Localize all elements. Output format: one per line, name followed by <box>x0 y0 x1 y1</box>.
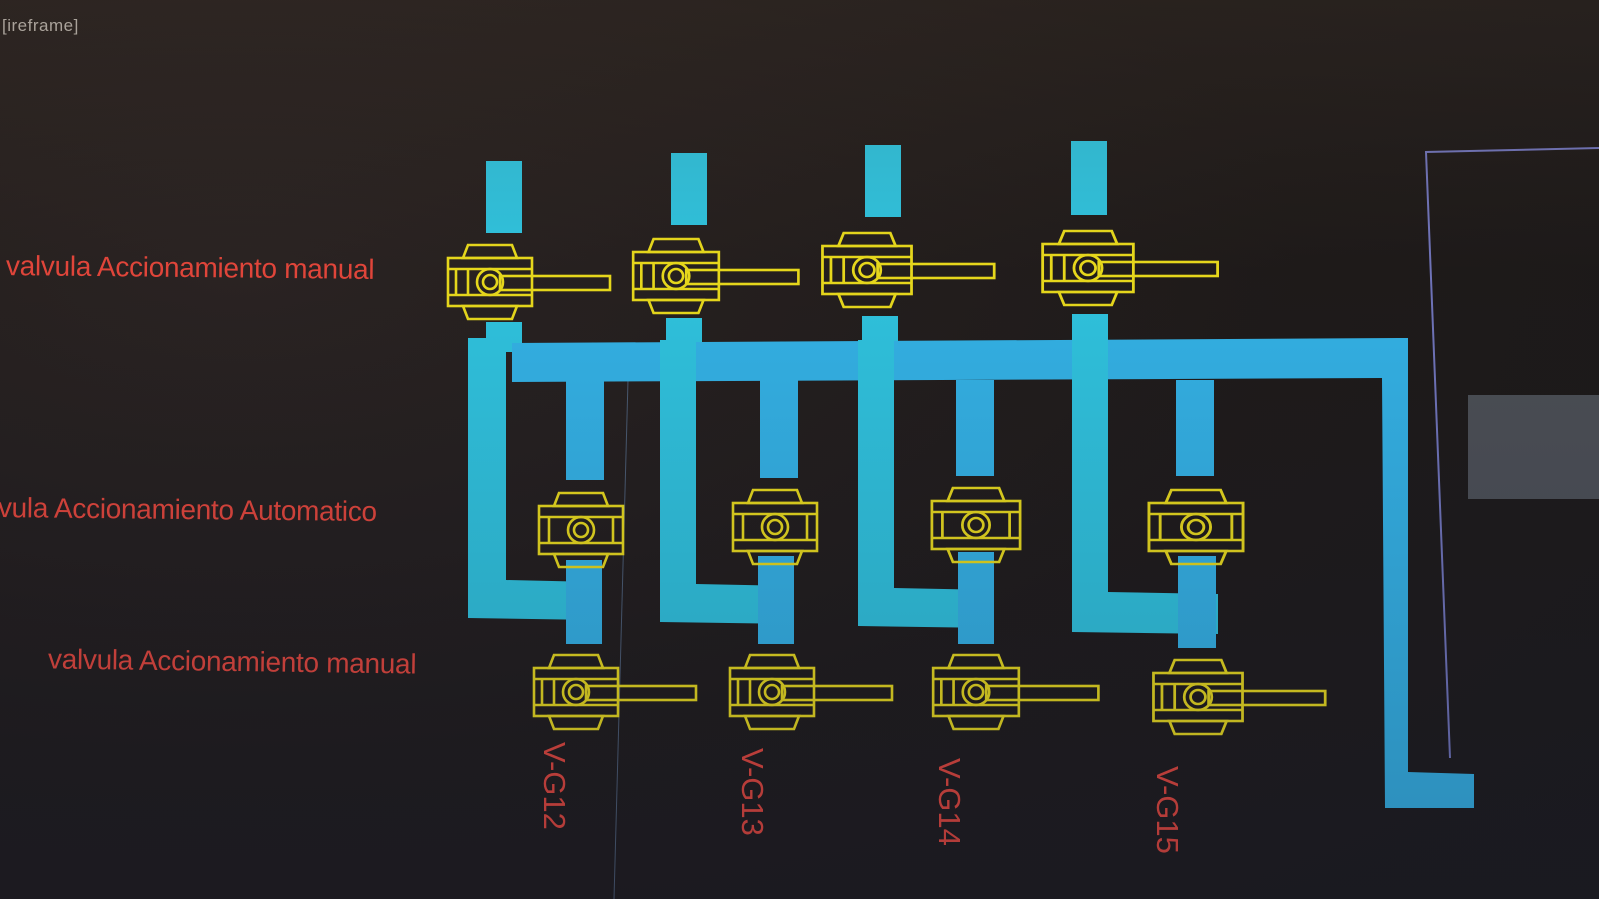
manual-valve-bottom-3[interactable] <box>931 653 1100 731</box>
valve-id-tag-3: V-G14 <box>932 758 967 846</box>
inlet-pipe-1 <box>486 161 522 233</box>
drop-pipe-1 <box>566 380 604 480</box>
valve-id-tag-1: V-G12 <box>537 742 572 830</box>
pipe-network <box>468 141 1474 808</box>
inlet-pipe-2 <box>671 153 707 225</box>
manual-valve-bottom-1[interactable] <box>532 653 698 731</box>
link-pipe-3 <box>958 552 994 644</box>
label-manual-bottom: valvula Accionamiento manual <box>47 643 417 680</box>
frame-outline <box>1424 147 1599 759</box>
inlet-pipe-3 <box>865 145 901 217</box>
drop-pipe-4 <box>1176 380 1214 476</box>
bypass-pipe-2 <box>660 340 792 624</box>
valve-id-tag-2: V-G13 <box>735 748 770 836</box>
construction-line <box>613 379 629 899</box>
drop-pipe-3 <box>956 380 994 476</box>
auto-valve-1[interactable] <box>537 491 625 569</box>
gray-panel <box>1468 395 1599 499</box>
manual-valve-bottom-2[interactable] <box>728 653 894 731</box>
manual-valve-top-1[interactable] <box>446 243 612 321</box>
drop-pipe-2 <box>760 380 798 478</box>
manual-valve-top-3[interactable] <box>821 231 996 309</box>
link-pipe-1 <box>566 560 602 644</box>
auto-valve-2[interactable] <box>731 488 819 566</box>
link-pipe-4 <box>1178 556 1216 648</box>
inlet-pipe-4 <box>1071 141 1107 215</box>
manual-valve-bottom-4[interactable] <box>1152 658 1327 736</box>
label-automatic: lvula Accionamiento Automatico <box>0 491 377 528</box>
bypass-pipe-1 <box>468 338 596 620</box>
manual-valve-top-4[interactable] <box>1041 229 1220 307</box>
view-mode-label: [ireframe] <box>2 16 79 35</box>
valve-id-tag-4: V-G15 <box>1150 766 1185 854</box>
bypass-pipe-3 <box>858 340 994 628</box>
manual-valve-top-2[interactable] <box>631 237 800 315</box>
auto-valve-3[interactable] <box>930 486 1022 564</box>
label-manual-top: valvula Accionamiento manual <box>5 250 375 285</box>
link-pipe-2 <box>758 556 794 644</box>
auto-valve-4[interactable] <box>1147 488 1245 566</box>
